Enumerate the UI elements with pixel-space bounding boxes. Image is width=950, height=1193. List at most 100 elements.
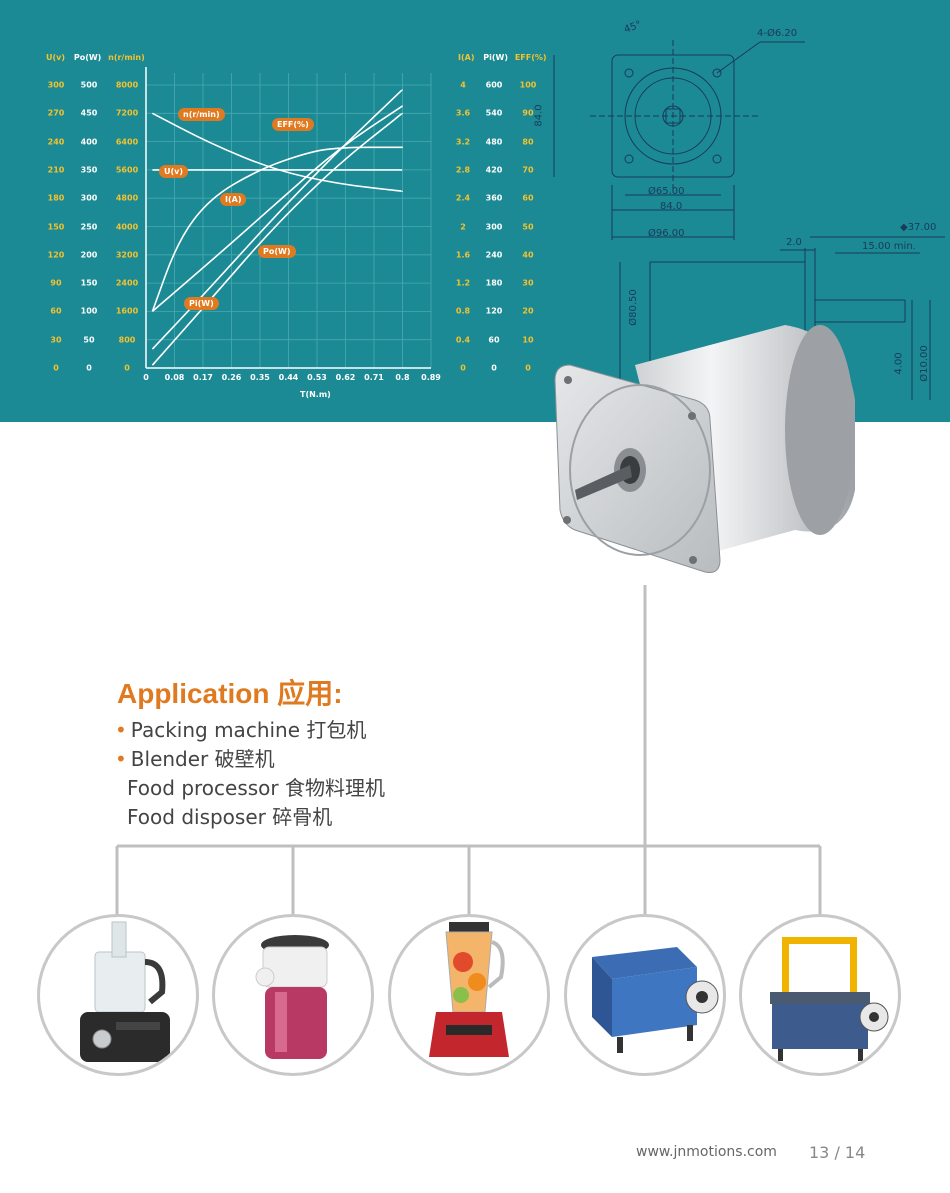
x-tick-label: 0.08 bbox=[164, 373, 185, 382]
y-tick-label: 3.2 bbox=[455, 137, 471, 147]
y-tick-label: 0 bbox=[86, 363, 92, 373]
y-tick-label: 2.4 bbox=[455, 193, 471, 203]
y-tick-label: 300 bbox=[80, 193, 98, 203]
x-tick-label: 0.8 bbox=[395, 373, 410, 382]
series-tag-pi: Pi(W) bbox=[184, 297, 219, 310]
application-item-text: Packing machine 打包机 bbox=[130, 718, 367, 742]
axis-name-eff: EFF(%) bbox=[514, 53, 547, 62]
y-tick-label: 30 bbox=[522, 278, 534, 288]
dim-shaft-min: 15.00 min. bbox=[862, 241, 916, 252]
y-tick-label: 2400 bbox=[115, 278, 139, 288]
y-tick-label: 80 bbox=[522, 137, 534, 147]
y-tick-label: 70 bbox=[522, 165, 534, 175]
y-tick-label: 90 bbox=[50, 278, 62, 288]
performance-chart bbox=[145, 40, 945, 420]
bullet: • bbox=[115, 747, 127, 771]
y-tick-label: 3200 bbox=[115, 250, 139, 260]
y-tick-label: 40 bbox=[522, 250, 534, 260]
y-tick-label: 3.6 bbox=[455, 108, 471, 118]
x-tick-label: 0.53 bbox=[307, 373, 327, 382]
x-tick-label: 0 bbox=[143, 373, 149, 382]
y-tick-label: 60 bbox=[50, 306, 62, 316]
dim-body: Ø96.00 bbox=[648, 228, 685, 239]
application-item-text: Food processor 食物料理机 bbox=[127, 776, 385, 800]
y-tick-label: 240 bbox=[47, 137, 65, 147]
dim-flange: 84.0 bbox=[660, 201, 683, 212]
y-tick-label: 300 bbox=[47, 80, 65, 90]
y-tick-label: 10 bbox=[522, 335, 534, 345]
leader-line bbox=[716, 41, 761, 74]
series-tag-n: n(r/min) bbox=[178, 108, 225, 121]
y-tick-label: 480 bbox=[485, 137, 503, 147]
y-tick-label: 180 bbox=[47, 193, 65, 203]
page-number: 13 / 14 bbox=[809, 1143, 866, 1162]
x-tick-label: 0.26 bbox=[221, 373, 242, 382]
x-tick-label: 0.89 bbox=[421, 373, 441, 382]
x-tick-label: 0.35 bbox=[250, 373, 270, 382]
y-tick-label: 60 bbox=[488, 335, 500, 345]
y-tick-label: 50 bbox=[522, 222, 534, 231]
axis-name-u: U(v) bbox=[46, 53, 66, 62]
y-tick-label: 7200 bbox=[115, 108, 139, 118]
series-line bbox=[152, 112, 404, 192]
y-tick-label: 420 bbox=[485, 165, 503, 175]
y-tick-label: 0 bbox=[124, 363, 130, 373]
y-tick-label: 90 bbox=[522, 108, 534, 118]
y-tick-label: 4800 bbox=[115, 193, 139, 203]
y-tick-label: 400 bbox=[80, 137, 98, 147]
y-tick-label: 0.4 bbox=[455, 335, 471, 345]
y-tick-label: 180 bbox=[485, 278, 503, 288]
y-tick-label: 20 bbox=[522, 306, 534, 316]
series-line bbox=[151, 88, 404, 350]
blender-image bbox=[429, 922, 509, 1057]
y-tick-label: 2.8 bbox=[455, 165, 471, 175]
y-tick-label: 120 bbox=[47, 250, 65, 260]
y-tick-label: 250 bbox=[80, 222, 98, 231]
axis-name-pi: Pi(W) bbox=[483, 53, 509, 62]
product-strapping-machine bbox=[564, 914, 726, 1076]
series-tag-po: Po(W) bbox=[258, 245, 296, 258]
y-tick-label: 350 bbox=[80, 165, 98, 175]
y-tick-label: 450 bbox=[80, 108, 98, 118]
series-tag-eff: EFF(%) bbox=[272, 118, 314, 131]
application-item: Food processor 食物料理机 bbox=[115, 772, 385, 801]
footer-url[interactable]: www.jnmotions.com bbox=[636, 1144, 777, 1160]
x-tick-label: 0.62 bbox=[335, 373, 356, 382]
y-tick-label: 150 bbox=[80, 278, 98, 288]
series-line bbox=[151, 112, 404, 366]
y-tick-label: 6400 bbox=[115, 137, 139, 147]
y-tick-label: 360 bbox=[485, 193, 503, 203]
application-title: Application 应用: bbox=[117, 678, 343, 709]
application-item: •Blender 破壁机 bbox=[115, 743, 275, 772]
series-tag-u: U(v) bbox=[159, 165, 189, 178]
application-item-text: Food disposer 碎骨机 bbox=[127, 805, 333, 829]
y-tick-label: 5600 bbox=[115, 165, 139, 175]
x-tick-label: 0.71 bbox=[364, 373, 384, 382]
application-item: Food disposer 碎骨机 bbox=[115, 801, 332, 830]
food-processor-image bbox=[80, 921, 170, 1062]
y-tick-label: 150 bbox=[47, 222, 65, 231]
y-tick-label: 60 bbox=[522, 193, 534, 203]
motor-photo bbox=[554, 325, 855, 573]
axis-header-left: U(v) Po(W) n(r/min) bbox=[46, 53, 145, 62]
mounting-hole bbox=[624, 68, 634, 78]
y-tick-label: 0 bbox=[491, 363, 497, 373]
y-tick-label: 0 bbox=[53, 363, 59, 373]
dim-length: ◆37.00 bbox=[900, 222, 937, 233]
strapping-machine-image bbox=[592, 947, 719, 1053]
dim-pilot: Ø65.00 bbox=[648, 186, 685, 197]
product-food-processor bbox=[37, 914, 199, 1076]
axis-name-i: I(A) bbox=[458, 53, 475, 62]
y-tick-label: 800 bbox=[118, 335, 136, 345]
bullet: • bbox=[115, 718, 127, 742]
y-tick-label: 2 bbox=[460, 222, 466, 231]
mechanical-drawing bbox=[553, 40, 945, 420]
series-line bbox=[151, 105, 404, 313]
axis-name-n: n(r/min) bbox=[108, 53, 145, 62]
food-disposer-image bbox=[255, 935, 329, 1059]
series-line bbox=[151, 146, 404, 312]
y-tick-label: 600 bbox=[485, 80, 503, 90]
mounting-hole bbox=[712, 68, 722, 78]
y-tick-label: 500 bbox=[80, 80, 98, 90]
